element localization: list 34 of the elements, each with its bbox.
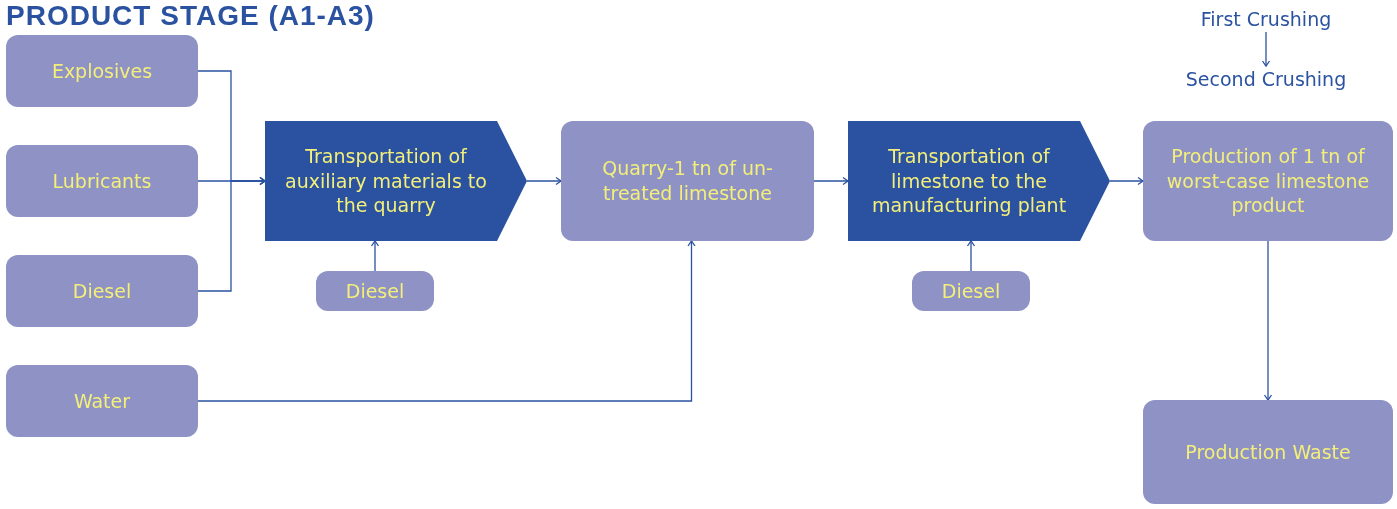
- process-box: [316, 271, 434, 311]
- process-box: [912, 271, 1030, 311]
- arrow: [370, 240, 380, 272]
- node-text: Diesel: [72, 278, 132, 304]
- step-label: Second Crushing: [1185, 66, 1347, 92]
- node-text: Explosives: [51, 58, 153, 84]
- node-text: Production Waste: [1185, 439, 1351, 465]
- node-text: Production of 1 tn of worst-case limestone product: [1165, 143, 1371, 219]
- process-box: [6, 255, 198, 327]
- node-text: Diesel: [345, 278, 405, 304]
- process-box: [6, 145, 198, 217]
- node-text: Lubricants: [52, 168, 152, 194]
- arrow: [813, 176, 849, 186]
- process-arrow-shape: [265, 121, 527, 241]
- arrow: [197, 240, 696, 402]
- process-box: [1143, 121, 1393, 241]
- arrow: [197, 176, 266, 292]
- node-text: Diesel: [941, 278, 1001, 304]
- process-box: [1143, 400, 1393, 504]
- node-text: Quarry-1 tn of un-treated limestone: [601, 156, 774, 206]
- arrow: [1263, 240, 1273, 401]
- arrow: [526, 176, 562, 186]
- step-label: First Crushing: [1200, 6, 1332, 32]
- process-box: [561, 121, 814, 241]
- arrow: [1109, 176, 1144, 186]
- process-box: [6, 35, 198, 107]
- title: PRODUCT STAGE (A1-A3): [6, 0, 375, 32]
- node-text: Water: [73, 388, 131, 414]
- arrow: [1261, 31, 1271, 67]
- node-text: Transportation of limestone to the manufacturing plant: [870, 143, 1068, 219]
- node-text: Transportation of auxiliary materials to the quarry: [284, 143, 488, 219]
- process-arrow-shape: [848, 121, 1110, 241]
- arrow: [966, 240, 976, 272]
- process-box: [6, 365, 198, 437]
